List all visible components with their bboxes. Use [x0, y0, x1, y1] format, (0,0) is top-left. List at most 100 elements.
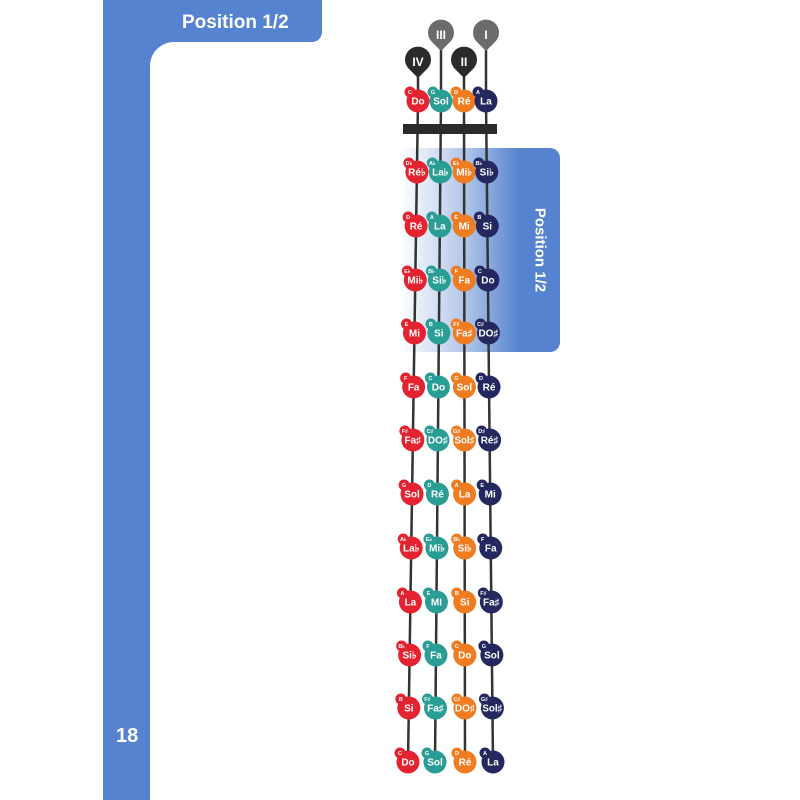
note-marker: A♭La♭ [426, 157, 452, 184]
page-title: Position 1/2 [182, 12, 289, 33]
note-name: La♭ [403, 544, 420, 555]
note-marker: E♭Mi♭ [423, 533, 449, 560]
note-marker: F♯Fa♯ [399, 425, 425, 452]
note-marker: B♭Si♭ [396, 640, 422, 667]
peg-shape [428, 19, 454, 51]
note-name: Si [460, 598, 470, 609]
note-circle [423, 696, 447, 720]
note-circle [401, 428, 425, 452]
note-name: La [487, 758, 499, 769]
note-letter: B [429, 322, 433, 328]
note-letter: E [405, 322, 409, 328]
note-circle [400, 482, 424, 506]
note-name: Mi [459, 222, 470, 233]
note-circle [453, 482, 477, 506]
note-name: Si [404, 704, 414, 715]
note-letter: E♭ [404, 268, 411, 275]
note-circle [425, 536, 449, 560]
note-name: DO♯ [478, 329, 498, 340]
note-name: Si♭ [403, 651, 417, 662]
peg-label: II [461, 55, 468, 69]
note-circle [481, 750, 505, 774]
note-letter: F [481, 537, 485, 543]
note-marker: D♯Ré♯ [476, 425, 502, 452]
peg-i-icon: I [473, 19, 500, 51]
note-marker: E♭Mi♭ [401, 265, 427, 292]
note-marker: ALa [451, 479, 477, 506]
note-letter: E♭ [453, 160, 460, 167]
note-name: Sol [404, 490, 420, 501]
note-letter: B [477, 215, 481, 221]
position-highlight [400, 148, 560, 352]
note-marker: FFa [400, 372, 426, 399]
note-letter: G♯ [453, 429, 460, 435]
note-name: Mi [485, 490, 496, 501]
note-letter: C♯ [477, 322, 484, 328]
note-letter: F♯ [402, 429, 408, 435]
note-letter: C♯ [454, 697, 461, 703]
note-circle [423, 750, 447, 774]
note-circle [453, 696, 477, 720]
note-circle [453, 428, 477, 452]
note-marker: FFa [450, 265, 476, 292]
note-circle [424, 590, 448, 614]
sidebar-band [103, 0, 150, 800]
note-circle [398, 590, 422, 614]
note-marker: G♯Sol♯ [478, 693, 504, 720]
peg-shape [450, 46, 477, 78]
note-letter: E [454, 215, 458, 221]
note-name: Fa [458, 276, 470, 287]
note-name: Fa♯ [456, 329, 473, 340]
note-circle [480, 696, 504, 720]
note-marker: CDo [474, 265, 500, 292]
note-name: Do [411, 97, 424, 108]
note-marker: EMI [422, 587, 448, 614]
page-number: 18 [116, 725, 139, 747]
note-letter: A [483, 751, 487, 757]
note-letter: F [426, 644, 430, 650]
peg-shape [473, 19, 500, 51]
note-letter: F [404, 376, 408, 382]
note-letter: D [479, 376, 483, 382]
note-circle [425, 482, 449, 506]
note-letter: A [455, 483, 459, 489]
note-circle [452, 268, 476, 292]
peg-label: I [484, 28, 487, 42]
note-marker: G♯Sol♯ [451, 425, 477, 452]
note-marker: BSi [425, 318, 451, 345]
note-name: Ré♯ [481, 436, 499, 447]
note-letter: E [480, 483, 484, 489]
note-name: Fa♯ [427, 704, 444, 715]
note-marker: F♯Fa♯ [421, 693, 447, 720]
note-name: Sol [457, 383, 473, 394]
note-letter: F♯ [480, 591, 486, 597]
note-letter: E♭ [426, 536, 433, 543]
note-name: Si♭ [432, 276, 446, 287]
note-letter: C♯ [427, 429, 434, 435]
note-name: Sol♯ [455, 436, 475, 447]
note-circle [427, 268, 451, 292]
note-letter: D♭ [406, 160, 413, 167]
note-circle [426, 375, 450, 399]
note-letter: G [425, 751, 429, 757]
note-letter: D♯ [478, 429, 485, 435]
note-name: Sol [427, 758, 443, 769]
note-name: Ré [431, 490, 444, 501]
note-name: La [480, 97, 492, 108]
note-letter: C [408, 90, 412, 96]
note-marker: B♭Si♭ [473, 157, 499, 184]
note-name: Si♭ [480, 168, 494, 179]
note-letter: A [430, 215, 434, 221]
note-circle [453, 590, 477, 614]
note-circle [402, 321, 426, 345]
note-marker: C♯DO♯ [451, 693, 477, 720]
note-marker: DRé [450, 86, 476, 113]
note-circle [476, 321, 500, 345]
note-letter: G [402, 483, 406, 489]
peg-iv-icon: IV [405, 46, 432, 78]
note-letter: B♭ [398, 643, 405, 650]
